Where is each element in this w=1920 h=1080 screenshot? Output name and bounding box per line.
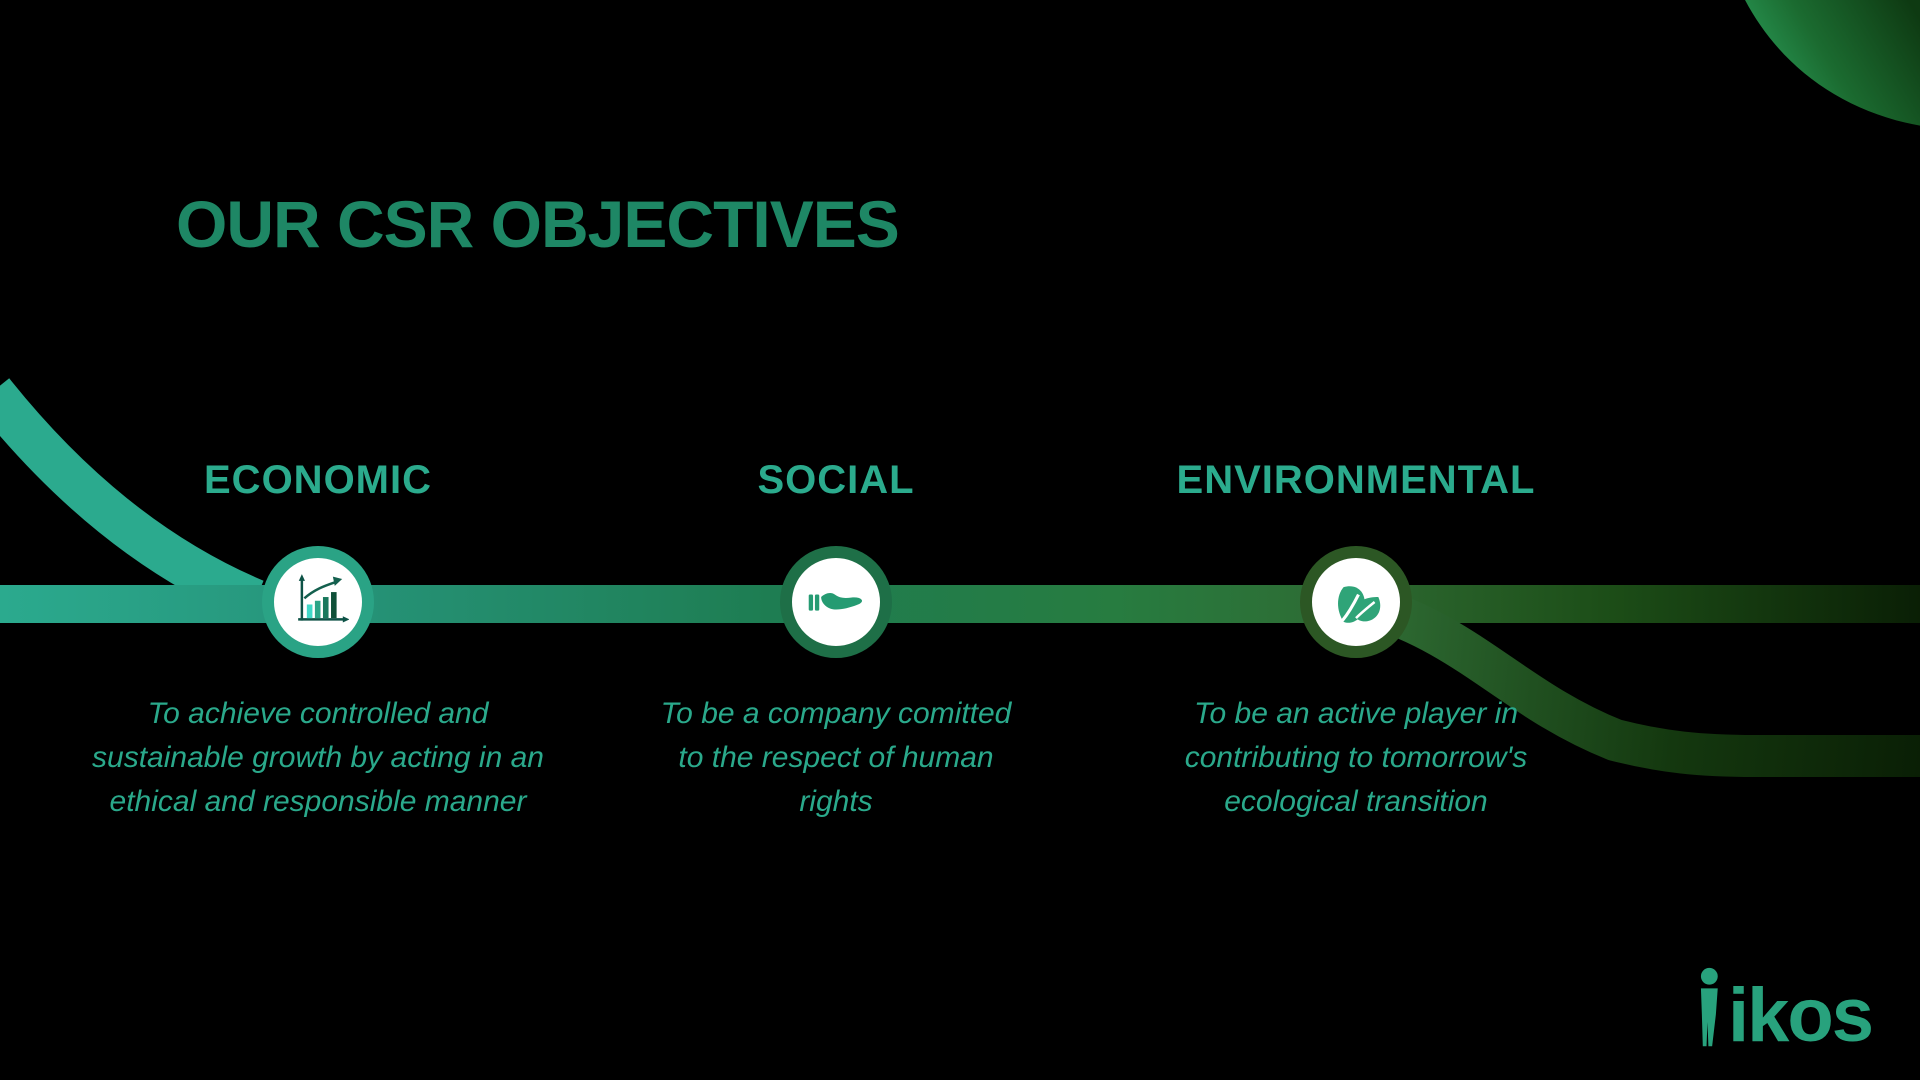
social-description: To be a company comitted to the respect … <box>660 697 1012 818</box>
person-icon <box>1700 967 1718 1047</box>
bar-chart-icon <box>298 574 349 623</box>
page-title: OUR CSR OBJECTIVES <box>176 187 900 261</box>
ikos-logo: ikos <box>1700 964 1874 1059</box>
section-environmental-label: ENVIRONMENTAL <box>1176 458 1536 502</box>
section-environmental: ENVIRONMENTAL To be an active player in … <box>1096 440 1616 870</box>
section-social-label: SOCIAL <box>757 458 915 502</box>
logo-text: ikos <box>1728 973 1874 1059</box>
environmental-description: To be an active player in contributing t… <box>1184 697 1528 818</box>
hand-icon <box>808 592 863 611</box>
social-node <box>780 546 892 658</box>
environmental-node <box>1300 546 1412 658</box>
corner-swoosh <box>1745 0 1920 126</box>
section-economic-label: ECONOMIC <box>204 458 432 502</box>
economic-description: To achieve controlled and sustainable gr… <box>92 697 544 818</box>
leaves-icon <box>1338 586 1381 623</box>
section-economic: ECONOMIC To achieve controlled and susta… <box>58 440 578 870</box>
left-swoosh <box>0 378 264 622</box>
section-social: SOCIAL To be a company comitted to the r… <box>576 440 1096 870</box>
branch-ribbon <box>1363 585 1920 777</box>
economic-node <box>262 546 374 658</box>
